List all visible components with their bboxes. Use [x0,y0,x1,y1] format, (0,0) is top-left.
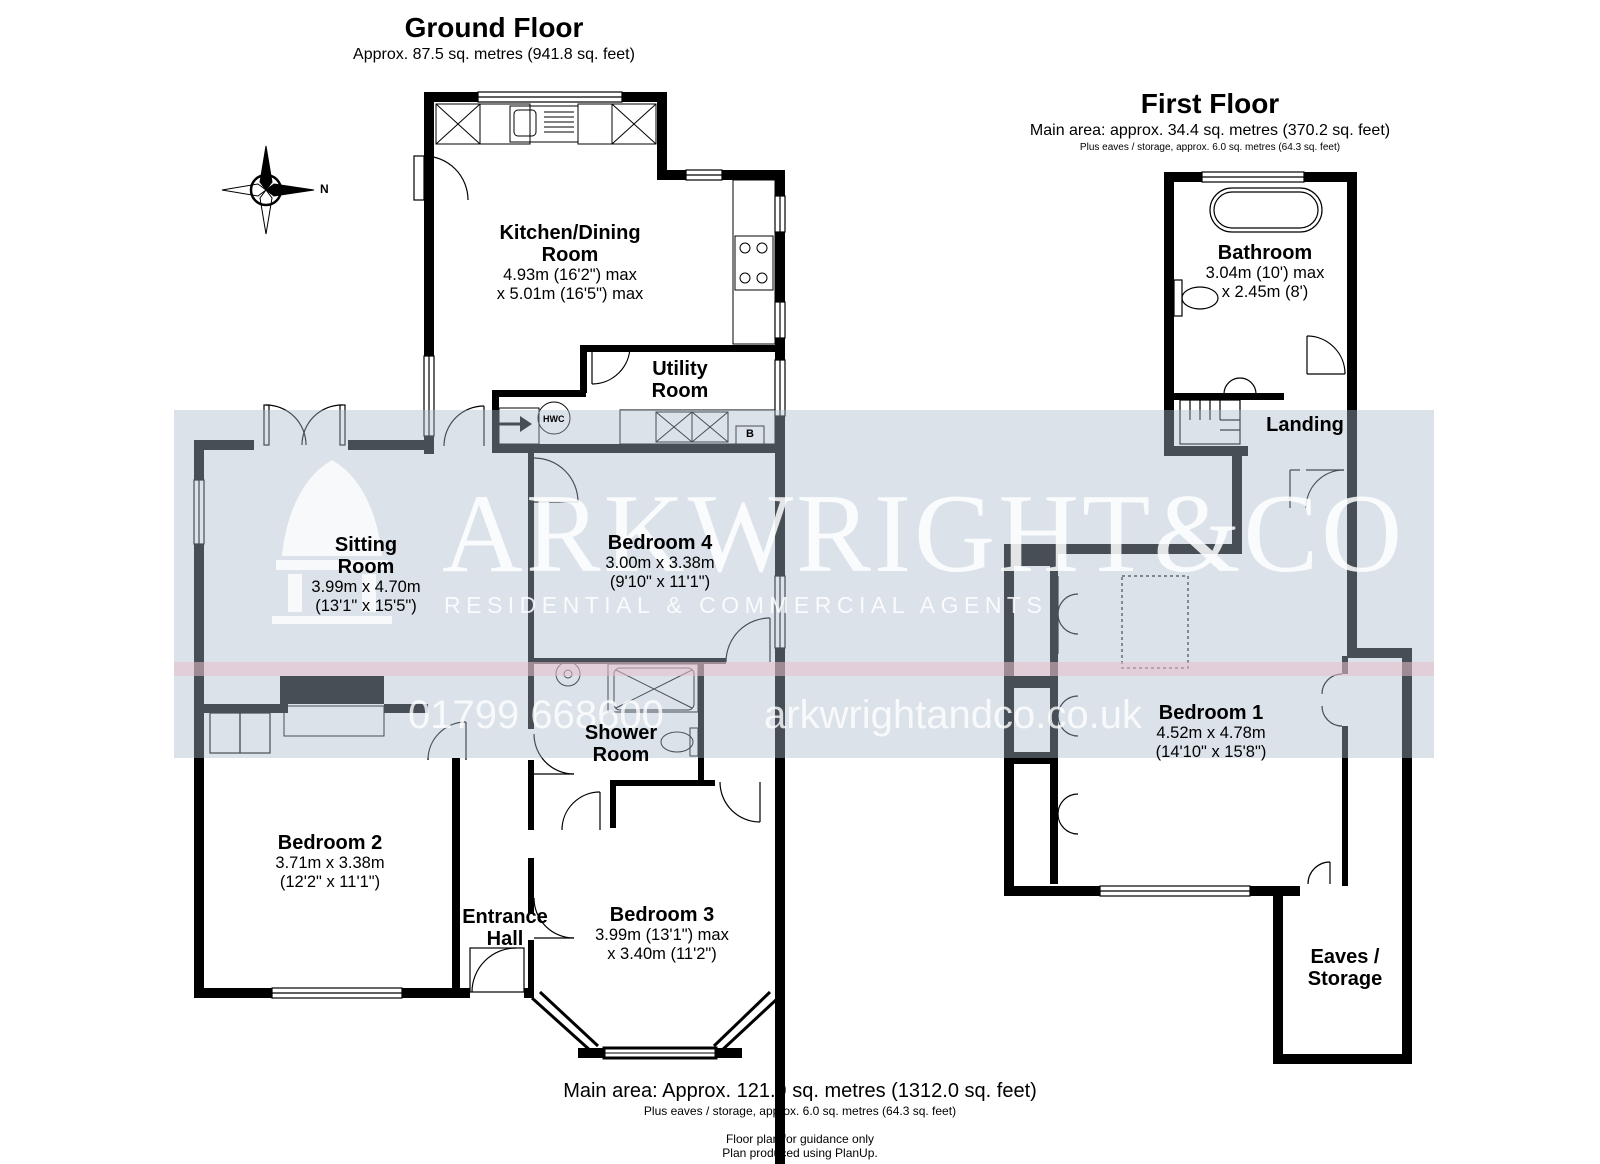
bedroom-1-dimensions: 4.52m x 4.78m(14'10" x 15'8") [1155,724,1267,761]
bedroom-2-dimensions: 3.71m x 3.38m(12'2" x 11'1") [275,854,385,891]
watermark-accent-stripe [174,662,1434,676]
ground-floor-fixtures [283,103,776,757]
first-floor-title: First Floor [1140,88,1280,119]
landing-name: Landing [1266,414,1344,436]
bedroom-4-dimensions: 3.00m x 3.38m(9'10" x 11'1") [605,554,715,591]
watermark-dome-logo [272,460,392,624]
bedroom-1-name: Bedroom 1 [1158,702,1264,724]
north-marker: N [320,182,329,196]
first-floor-details [1057,171,1346,897]
ground-floor-windows [193,91,786,999]
total-eaves-area: Plus eaves / storage, approx. 6.0 sq. me… [643,1104,957,1118]
hwc-arrow [498,416,532,432]
bedroom-2-name: Bedroom 2 [277,832,383,854]
bathroom-name: Bathroom [1217,242,1313,264]
sitting-room-dimensions: 3.99m x 4.70m(13'1" x 15'5") [311,578,421,615]
ground-floor-area: Approx. 87.5 sq. metres (941.8 sq. feet) [353,46,635,63]
bedroom-3-name: Bedroom 3 [609,904,715,926]
watermark-tagline: RESIDENTIAL & COMMERCIAL AGENTS [444,592,1048,618]
watermark-company-name: ARKWRIGHT&CO [442,472,1406,596]
first-floor-area: Main area: approx. 34.4 sq. metres (370.… [1029,122,1391,139]
ground-floor-title: Ground Floor [404,12,584,43]
first-floor-eaves-area: Plus eaves / storage, approx. 6.0 sq. me… [1079,142,1341,153]
first-floor-walls [1004,172,1412,1064]
total-main-area: Main area: Approx. 121.9 sq. metres (131… [563,1080,1037,1102]
watermark-phone: 01799 668600 [408,693,664,737]
hwc-label: HWC [543,414,565,424]
watermark-website: arkwrightandco.co.uk [764,693,1142,737]
compass-rose [221,145,315,235]
boiler-label: B [746,428,754,440]
ground-floor-doors [209,155,771,993]
eaves-storage-name: Eaves /Storage [1307,946,1383,990]
ground-floor-bay [530,990,780,1060]
watermark-band [174,410,1434,758]
bedroom-4-name: Bedroom 4 [607,532,713,554]
